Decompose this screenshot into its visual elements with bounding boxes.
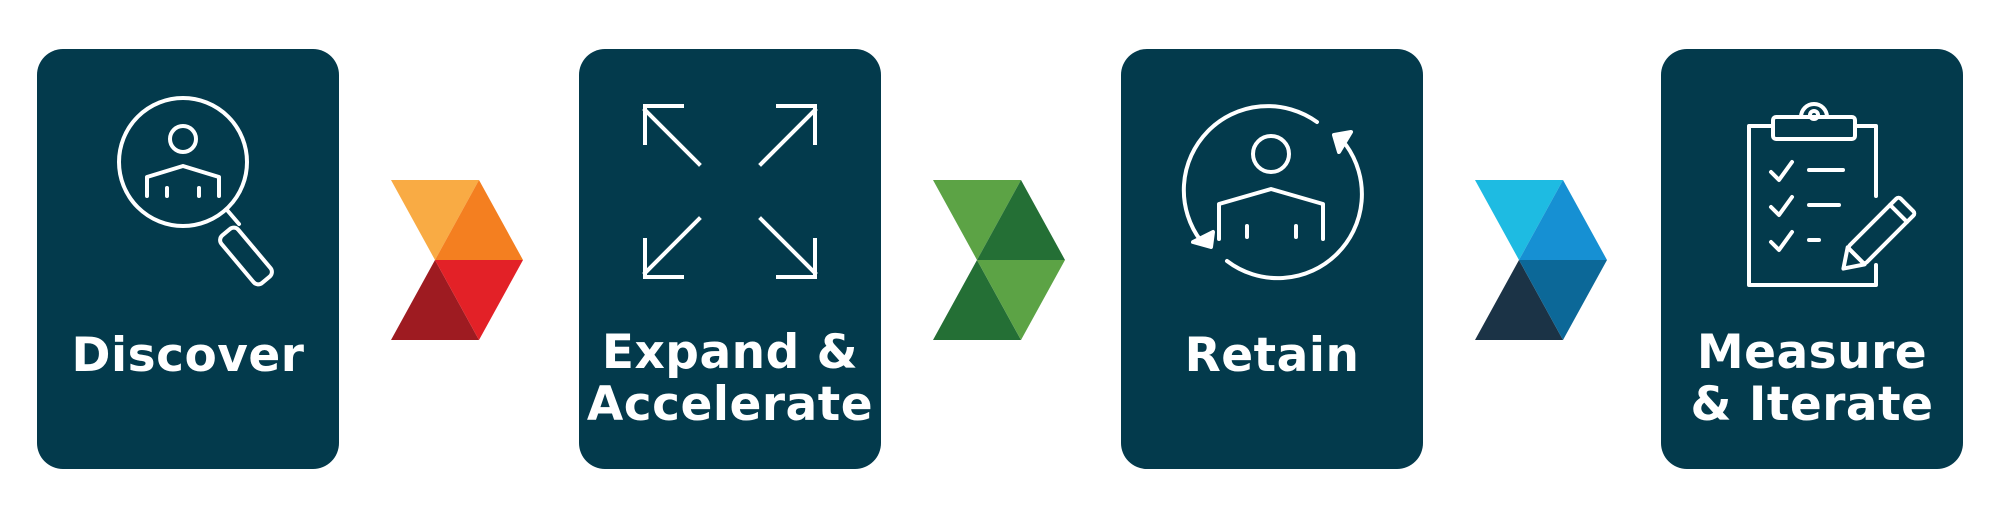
step-label-retain: Retain (1184, 328, 1360, 383)
chevron-arrow-blue (1475, 180, 1607, 340)
step-card-discover: Discover (37, 49, 339, 469)
expand-arrows-icon (642, 104, 818, 279)
retain-cycle-icon (1181, 104, 1364, 281)
search-person-icon (117, 96, 274, 287)
step-card-measure-iterate: Measure & Iterate (1661, 49, 1963, 469)
step-card-expand-accelerate: Expand & Accelerate (579, 49, 881, 469)
chevron-arrow-orange-red (391, 180, 523, 340)
clipboard-checklist-icon (1747, 102, 1917, 287)
step-card-retain: Retain (1121, 49, 1423, 469)
step-label-discover: Discover (71, 328, 305, 383)
chevron-arrow-green (933, 180, 1065, 340)
step-label-measure-iterate: Measure & Iterate (1690, 325, 1934, 432)
step-label-expand-accelerate: Expand & Accelerate (586, 325, 874, 432)
